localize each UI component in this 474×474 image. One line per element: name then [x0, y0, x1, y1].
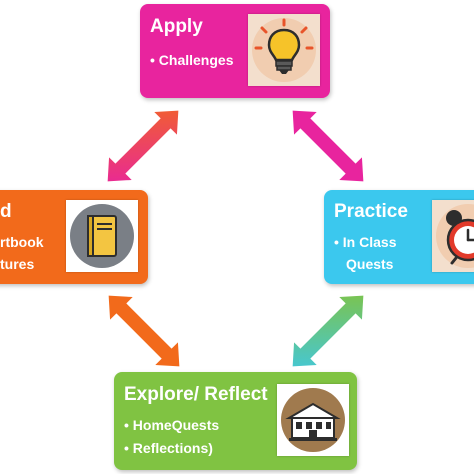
node-practice-bullet-2: Quests — [346, 256, 394, 272]
arrow-learn-explore — [108, 295, 180, 367]
node-practice-bullet-1: • In Class — [334, 234, 397, 250]
node-apply-bullet: • Challenges — [150, 52, 234, 68]
lightbulb-icon — [252, 18, 316, 82]
node-learn: d rtbook tures — [0, 190, 148, 284]
node-practice-title: Practice — [334, 201, 408, 222]
node-explore-reflect-title: Explore/ Reflect — [124, 384, 268, 405]
node-explore-reflect-bullet-2: • Reflections) — [124, 440, 213, 456]
node-explore-reflect-icon-frame — [277, 384, 349, 456]
node-apply: Apply • Challenges — [140, 4, 330, 98]
node-explore-reflect: Explore/ Reflect • HomeQuests • Reflecti… — [114, 372, 357, 470]
arrow-practice-explore — [292, 295, 364, 367]
node-learn-bullet-2: tures — [0, 256, 35, 272]
building-icon — [281, 388, 345, 452]
book-icon — [70, 204, 134, 268]
alarm-clock-icon — [436, 204, 474, 268]
node-practice-icon-frame — [432, 200, 474, 272]
node-learn-icon-frame — [66, 200, 138, 272]
node-practice: Practice • In Class Quests — [324, 190, 474, 284]
node-explore-reflect-bullet-1: • HomeQuests — [124, 417, 220, 433]
node-apply-title: Apply — [150, 16, 203, 37]
node-learn-title: d — [0, 201, 12, 222]
node-apply-icon-frame — [248, 14, 320, 86]
node-learn-bullet-1: rtbook — [0, 234, 44, 250]
arrow-apply-practice — [292, 110, 364, 182]
arrow-apply-learn — [107, 110, 179, 182]
